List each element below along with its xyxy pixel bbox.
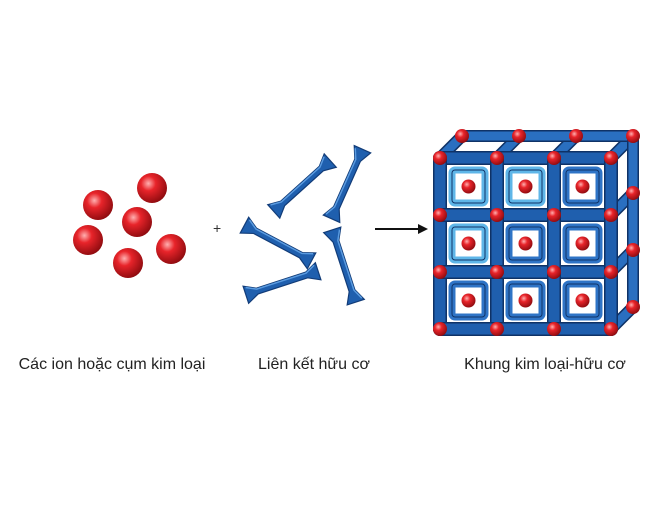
framework-metal-node: [490, 208, 504, 222]
metal-ion-sphere: [137, 173, 167, 203]
framework-metal-node: [547, 208, 561, 222]
metal-ion-cluster-icon: [73, 173, 186, 278]
caption-organic-linkers: Liên kết hữu cơ: [258, 356, 370, 373]
framework-metal-node: [575, 293, 590, 308]
framework-metal-node: [490, 151, 504, 165]
framework-metal-node: [433, 322, 447, 336]
plus-symbol: +: [213, 220, 221, 236]
framework-metal-node: [575, 179, 590, 194]
organic-linker-rod: [239, 216, 317, 270]
framework-metal-node: [433, 208, 447, 222]
framework-metal-node: [604, 208, 618, 222]
metal-ion-sphere: [73, 225, 103, 255]
framework-metal-node: [455, 129, 469, 143]
framework-metal-node: [604, 322, 618, 336]
framework-metal-node: [626, 129, 640, 143]
framework-metal-node: [518, 179, 533, 194]
organic-linker-rod: [322, 144, 372, 224]
framework-metal-node: [433, 265, 447, 279]
framework-metal-node: [461, 179, 476, 194]
metal-ion-sphere: [156, 234, 186, 264]
framework-metal-node: [512, 129, 526, 143]
framework-metal-node: [461, 293, 476, 308]
metal-ion-sphere: [83, 190, 113, 220]
organic-linker-icon: [239, 144, 372, 306]
organic-linker-rod: [242, 261, 322, 305]
framework-metal-node: [490, 265, 504, 279]
framework-metal-node: [569, 129, 583, 143]
caption-metal-organic-framework: Khung kim loại-hữu cơ: [464, 356, 626, 373]
framework-metal-node: [604, 151, 618, 165]
framework-metal-node: [461, 236, 476, 251]
framework-metal-node: [626, 300, 640, 314]
framework-metal-node: [518, 293, 533, 308]
framework-metal-node: [518, 236, 533, 251]
framework-metal-node: [490, 322, 504, 336]
reaction-arrow-icon: [375, 224, 428, 234]
framework-metal-node: [547, 265, 561, 279]
framework-metal-node: [626, 186, 640, 200]
framework-metal-node: [575, 236, 590, 251]
metal-ion-sphere: [113, 248, 143, 278]
organic-linker-rod: [322, 226, 366, 306]
framework-metal-node: [626, 243, 640, 257]
framework-metal-node: [604, 265, 618, 279]
metal-organic-framework-icon: [433, 129, 640, 336]
framework-metal-node: [547, 151, 561, 165]
organic-linker-rod: [266, 152, 338, 220]
caption-metal-ions: Các ion hoặc cụm kim loại: [18, 356, 206, 373]
framework-metal-node: [547, 322, 561, 336]
metal-ion-sphere: [122, 207, 152, 237]
framework-metal-node: [433, 151, 447, 165]
